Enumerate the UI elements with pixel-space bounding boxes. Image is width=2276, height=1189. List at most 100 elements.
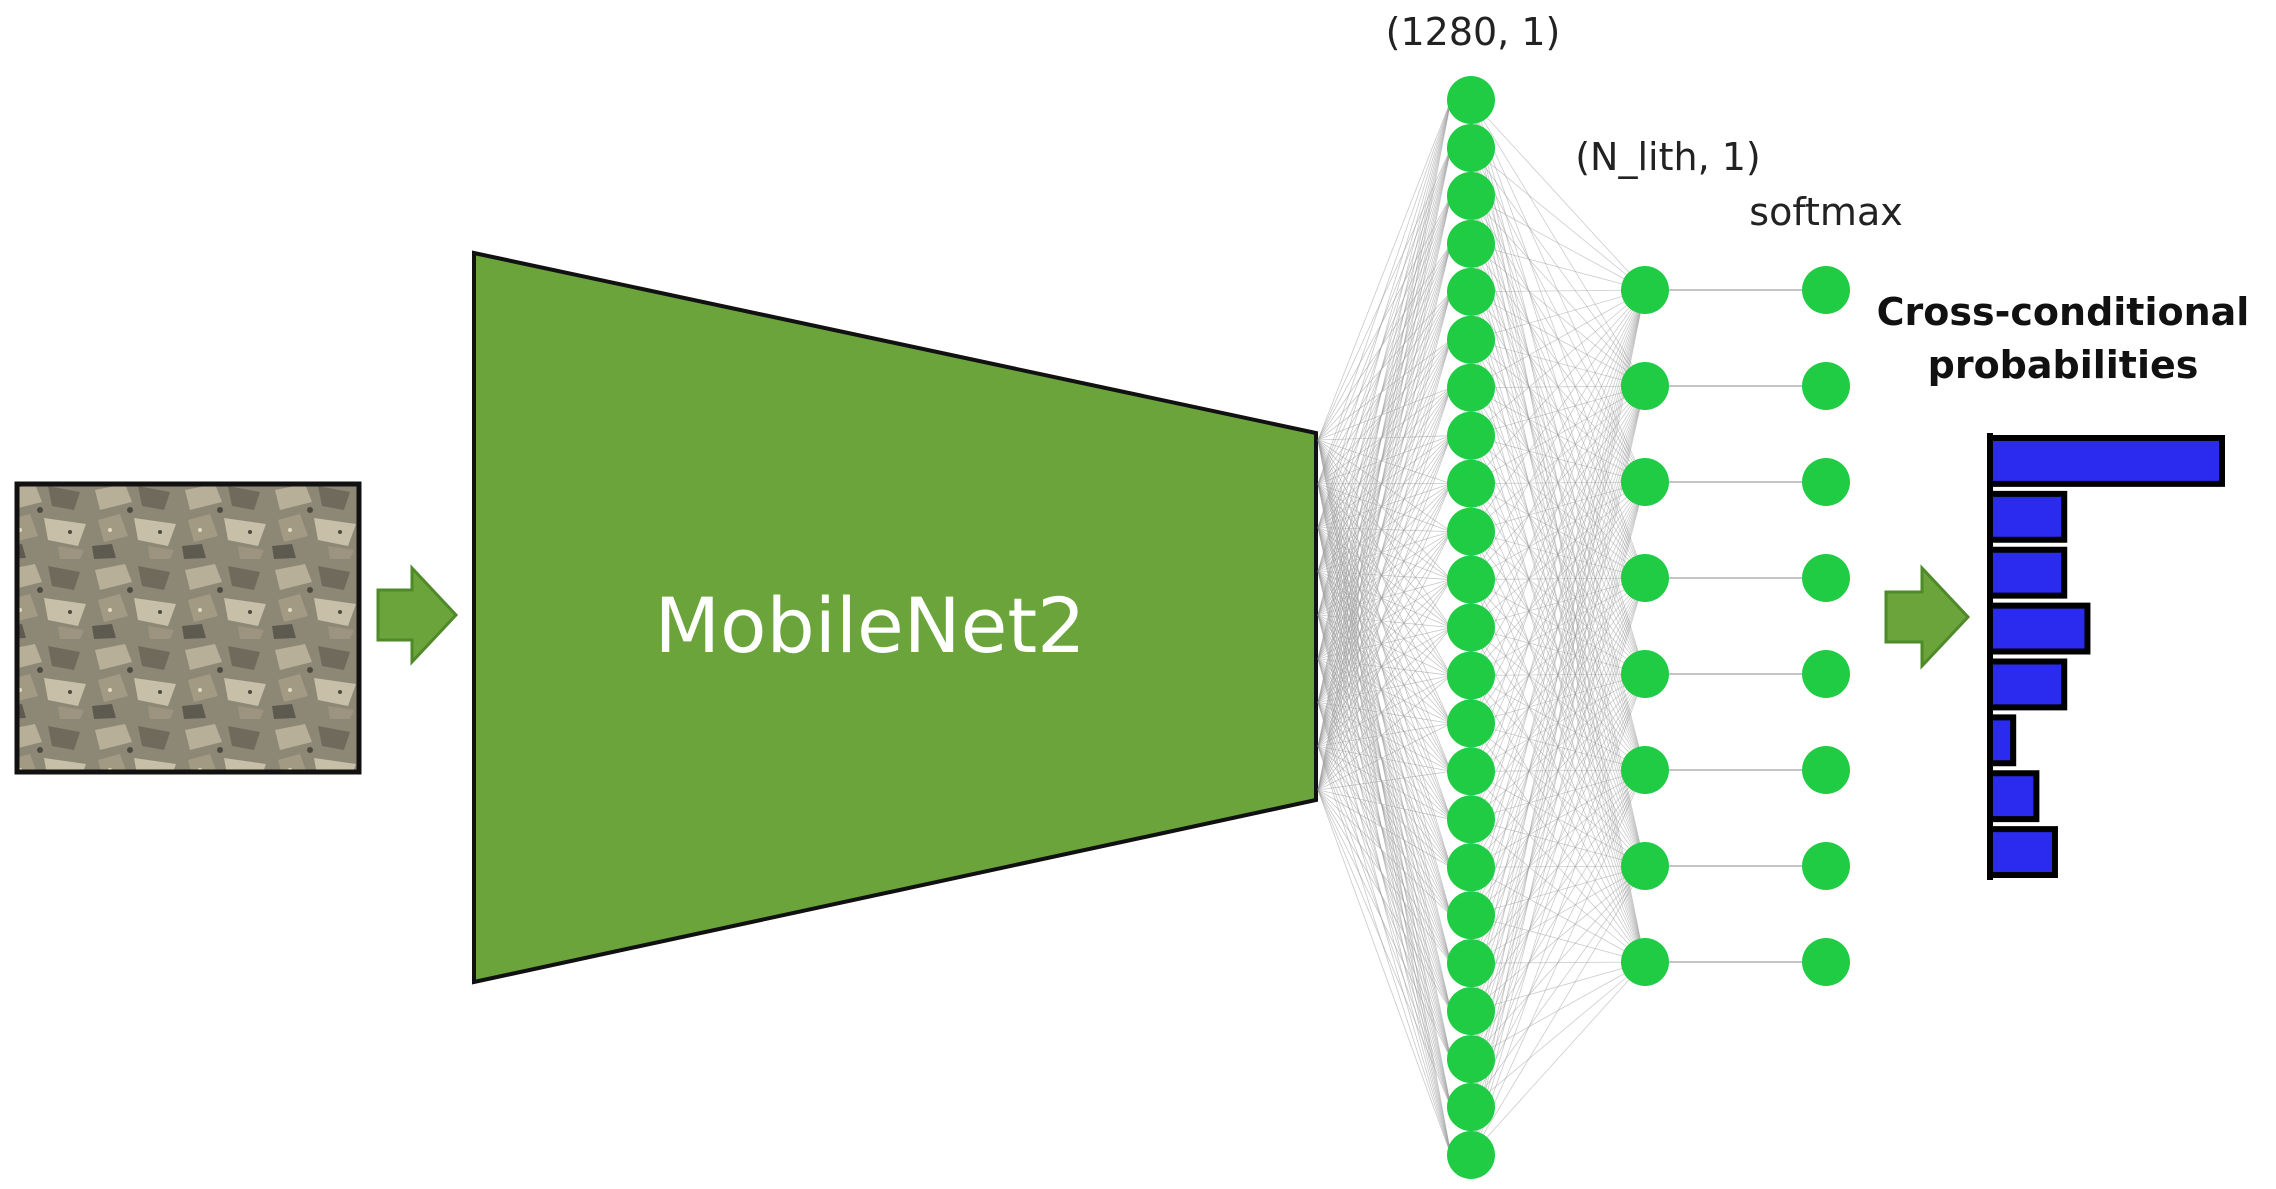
output-bar-chart <box>1987 433 2225 880</box>
output-bar <box>1987 435 2225 487</box>
connection-line <box>1317 627 1452 791</box>
connection-line <box>1470 243 1646 291</box>
feature-neuron <box>1447 987 1495 1036</box>
connection-line <box>1317 195 1452 791</box>
feature-neuron <box>1447 843 1495 892</box>
connection-line <box>1317 439 1452 916</box>
connection-line <box>1317 291 1452 703</box>
connection-line <box>1317 723 1452 747</box>
softmax-neuron <box>1802 842 1850 890</box>
connection-line <box>1317 339 1452 747</box>
output-bar <box>1987 658 2068 711</box>
connection-line <box>1317 614 1452 916</box>
softmax-layer <box>1802 266 1850 986</box>
connection-line <box>1470 289 1646 436</box>
connection-line <box>1317 291 1452 747</box>
connection-line <box>1470 289 1646 580</box>
feature-neuron <box>1447 1035 1495 1084</box>
connection-line <box>1470 289 1646 532</box>
softmax-neuron <box>1802 938 1850 986</box>
connection-line <box>1470 99 1646 291</box>
connection-line <box>1470 289 1646 1012</box>
connection-line <box>1317 243 1452 441</box>
connection-line <box>1317 439 1452 868</box>
softmax-neuron <box>1802 746 1850 794</box>
connection-line <box>1470 289 1646 820</box>
connection-line <box>1470 289 1646 868</box>
connection-line <box>1317 746 1452 1012</box>
output-bar <box>1987 770 2040 823</box>
feature-neuron <box>1447 315 1495 364</box>
connection-line <box>1317 291 1452 441</box>
connection-line <box>1317 243 1452 572</box>
feature-neuron <box>1447 747 1495 796</box>
connection-line <box>1317 243 1452 703</box>
connection-line <box>1470 769 1646 1156</box>
connection-line <box>1317 675 1452 791</box>
connection-line <box>1317 527 1452 1108</box>
connection-line <box>1317 439 1452 964</box>
connection-line <box>1470 195 1646 291</box>
output-bar <box>1987 602 2091 655</box>
connection-line <box>1317 571 1452 820</box>
connection-line <box>1470 289 1646 484</box>
connection-line <box>1317 147 1452 572</box>
output-bar <box>1987 826 2058 878</box>
model-label: MobileNet2 <box>654 581 1085 670</box>
connection-line <box>1317 658 1452 1060</box>
input-image-border <box>14 481 362 775</box>
connection-line <box>1317 702 1452 964</box>
connection-line <box>1317 435 1452 747</box>
feature-layer-label: (1280, 1) <box>1386 10 1561 54</box>
connection-line <box>1470 385 1646 1108</box>
softmax-neuron <box>1802 266 1850 314</box>
connection-line <box>1317 571 1452 868</box>
feature-neuron <box>1447 171 1495 220</box>
connection-line <box>1317 483 1452 572</box>
input-image <box>14 481 362 775</box>
connection-line <box>1317 483 1452 747</box>
feature-neuron <box>1447 1083 1495 1132</box>
connection-line <box>1317 702 1452 1108</box>
connection-line <box>1317 147 1452 659</box>
connection-line <box>1317 483 1452 772</box>
connection-line <box>1470 481 1646 1156</box>
connection-line <box>1470 289 1646 341</box>
connection-line <box>1317 789 1452 1108</box>
connection-line <box>1317 291 1452 659</box>
connection-line <box>1317 439 1452 676</box>
connection-line <box>1470 289 1646 628</box>
output-title-line2: probabilities <box>1928 343 2199 387</box>
connection-line <box>1317 195 1452 484</box>
connection-line <box>1317 435 1452 791</box>
connection-line <box>1317 483 1452 724</box>
softmax-neuron <box>1802 458 1850 506</box>
connection-line <box>1317 339 1452 616</box>
connection-line <box>1317 435 1452 572</box>
feature-neuron <box>1447 699 1495 748</box>
connection-line <box>1317 99 1452 441</box>
class-neuron <box>1621 938 1669 986</box>
connection-line <box>1470 577 1646 1108</box>
feature-neuron <box>1447 267 1495 316</box>
connection-line <box>1317 746 1452 1060</box>
connection-line <box>1317 99 1452 528</box>
connection-line <box>1317 483 1452 1156</box>
connection-line <box>1317 291 1452 616</box>
connection-line <box>1317 439 1452 1012</box>
class-layer <box>1621 266 1669 986</box>
connection-line <box>1470 961 1646 1108</box>
connection-line <box>1470 865 1646 1108</box>
connection-line <box>1317 439 1452 1108</box>
feature-neuron <box>1447 795 1495 844</box>
connection-line <box>1317 243 1452 528</box>
connection-line <box>1317 483 1452 528</box>
connection-line <box>1317 339 1452 572</box>
feature-neuron <box>1447 939 1495 988</box>
connection-line <box>1317 439 1452 1156</box>
connection-line <box>1317 439 1452 772</box>
connection-line <box>1317 387 1452 659</box>
connection-line <box>1317 439 1452 1060</box>
feature-layer <box>1447 76 1495 1179</box>
